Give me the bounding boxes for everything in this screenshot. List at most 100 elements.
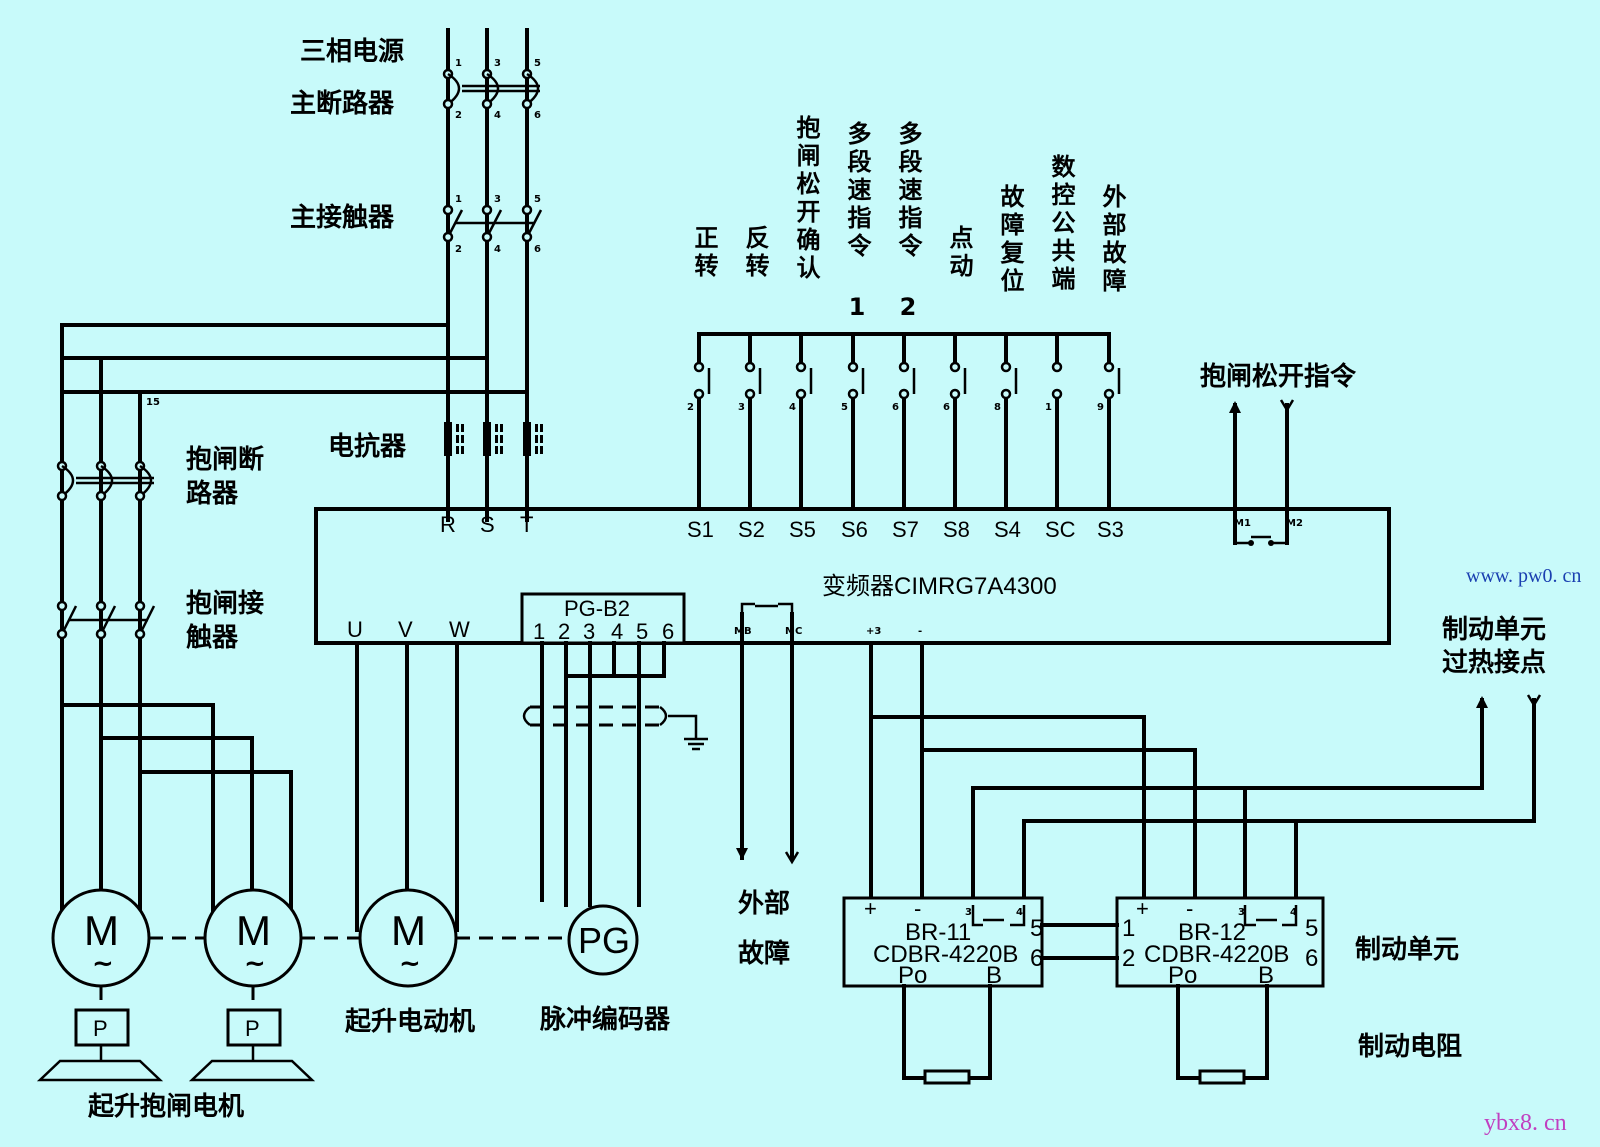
bu-model: CDBR-4220B bbox=[873, 941, 1018, 968]
label-hoist-motor: 起升电动机 bbox=[345, 1007, 475, 1037]
brake-feed-lines: 15 bbox=[60, 323, 529, 932]
pg-card: PG-B2 1 2 3 4 5 6 bbox=[520, 592, 708, 907]
input-terminal: S6 bbox=[841, 517, 868, 542]
motors-row: M ~ M ~ M ~ PG P P bbox=[36, 888, 639, 1082]
input-switch-s8: 6S8 bbox=[943, 332, 970, 542]
input-terminal: S7 bbox=[892, 517, 919, 542]
pole-number: 6 bbox=[534, 110, 541, 121]
input-terminal: S3 bbox=[1097, 517, 1124, 542]
brake-motor-2: M ~ bbox=[203, 888, 303, 988]
terminal-dc-minus: - bbox=[918, 626, 922, 637]
bu-model: CDBR-4220B bbox=[1144, 941, 1289, 968]
inverter-name: 变频器CIMRG7A4300 bbox=[822, 573, 1057, 600]
bu-pin-6: 6 bbox=[1305, 945, 1318, 972]
braking-unit-1: + - 3 4 BR-11 CDBR-4220B Po B 5 6 bbox=[842, 896, 1044, 989]
terminal-u: U bbox=[347, 617, 363, 642]
input-terminal: S2 bbox=[738, 517, 765, 542]
input-switch-sc: 1SC bbox=[1045, 332, 1076, 542]
label-external-fault-1: 外部 bbox=[738, 889, 790, 919]
bu-name: BR-11 bbox=[905, 919, 971, 946]
input-label-multi-speed-1: 多段速指令 1 bbox=[843, 121, 871, 325]
input-label-reverse: 反转 bbox=[741, 225, 769, 281]
label-brake-breaker-1: 抱闸断 bbox=[186, 444, 264, 475]
encoder-symbol: PG bbox=[578, 920, 630, 961]
input-wire-number: 6 bbox=[892, 402, 899, 413]
input-wire-number: 3 bbox=[738, 402, 745, 413]
terminal-w: W bbox=[449, 617, 470, 642]
input-terminal: S5 bbox=[789, 517, 816, 542]
bu-b: B bbox=[1258, 962, 1274, 989]
bu-name: BR-12 bbox=[1178, 919, 1246, 946]
input-labels: 正转 反转 抱闸松开确认 多段速指令 1 多段速指令 2 点动 故障复位 数控公… bbox=[690, 114, 1126, 325]
input-wire-number: 1 bbox=[1045, 402, 1052, 413]
input-switch-s1: 2S1 bbox=[687, 332, 714, 542]
bu-pin-1: 1 bbox=[1122, 915, 1135, 942]
pg-pin: 4 bbox=[611, 619, 623, 644]
braking-resistor-1 bbox=[902, 984, 992, 1085]
bu-b: B bbox=[986, 962, 1002, 989]
pole-number: 6 bbox=[534, 244, 541, 255]
bu-plus: + bbox=[1136, 896, 1149, 921]
bu-pin-2: 2 bbox=[1122, 945, 1135, 972]
bu-pin-3: 3 bbox=[1238, 907, 1245, 918]
label-brake-contactor-2: 触器 bbox=[186, 623, 239, 653]
bu-pin-3: 3 bbox=[965, 907, 972, 918]
terminal-v: V bbox=[398, 617, 413, 642]
bu-po: Po bbox=[1168, 962, 1197, 989]
input-label-jog: 点动 bbox=[945, 225, 973, 281]
label-external-fault-2: 故障 bbox=[738, 938, 790, 969]
brake-symbol: P bbox=[245, 1016, 260, 1041]
pole-number: 1 bbox=[455, 194, 462, 205]
bu-minus: - bbox=[1186, 896, 1193, 921]
input-terminal: S1 bbox=[687, 517, 714, 542]
terminal-t: T bbox=[520, 512, 533, 537]
terminal-dc-plus: +3 bbox=[866, 626, 881, 637]
pg-pin: 1 bbox=[533, 619, 545, 644]
brake-release-command-circuit bbox=[1229, 399, 1295, 546]
label-hoist-brake-motor: 起升抱闸电机 bbox=[88, 1092, 244, 1122]
input-label-brake-release-confirm: 抱闸松开确认 bbox=[792, 114, 820, 283]
input-switch-s4: 8S4 bbox=[994, 332, 1021, 542]
input-wire-number: 9 bbox=[1097, 402, 1104, 413]
input-switch-s5: 4S5 bbox=[789, 332, 816, 542]
input-wire-number: 6 bbox=[943, 402, 950, 413]
label-three-phase-power: 三相电源 bbox=[300, 37, 404, 67]
input-label-forward: 正转 bbox=[690, 225, 718, 281]
input-switch-s3: 9S3 bbox=[1097, 332, 1124, 542]
pole-number: 4 bbox=[494, 110, 501, 121]
label-braking-unit: 制动单元 bbox=[1355, 935, 1459, 965]
brake-contactor-symbol bbox=[56, 600, 156, 640]
label-brake-breaker-2: 路器 bbox=[186, 478, 239, 509]
bu-plus: + bbox=[864, 896, 877, 921]
label-braking-overheat-2: 过热接点 bbox=[1442, 647, 1546, 678]
dc-bus-wiring bbox=[869, 641, 1542, 907]
hoist-motor: M ~ bbox=[358, 888, 458, 988]
input-switch-s2: 3S2 bbox=[738, 332, 765, 542]
label-reactor: 电抗器 bbox=[328, 431, 407, 462]
bu-pin-4: 4 bbox=[1290, 907, 1297, 918]
label-main-breaker: 主断路器 bbox=[290, 88, 395, 119]
pole-number: 2 bbox=[455, 244, 462, 255]
terminal-m1: M1 bbox=[1234, 518, 1251, 529]
terminal-m2: M2 bbox=[1286, 518, 1303, 529]
braking-unit-2: + - 3 4 BR-12 CDBR-4220B Po B 1 2 5 6 bbox=[1115, 896, 1325, 989]
terminal-r: R bbox=[440, 512, 456, 537]
brake-motor-1: M ~ bbox=[51, 888, 151, 988]
pole-number: 3 bbox=[494, 194, 501, 205]
pole-number: 1 bbox=[455, 58, 462, 69]
bu-pin-5: 5 bbox=[1305, 915, 1318, 942]
brake-2: P bbox=[188, 986, 316, 1082]
pole-number: 3 bbox=[494, 58, 501, 69]
pole-number: 5 bbox=[534, 194, 541, 205]
label-braking-resistor: 制动电阻 bbox=[1358, 1032, 1462, 1062]
pole-number: 2 bbox=[455, 110, 462, 121]
brake-1: P bbox=[36, 986, 164, 1082]
main-breaker-symbol: 1 3 5 2 4 6 bbox=[442, 58, 541, 121]
pg-pin: 2 bbox=[558, 619, 570, 644]
input-wire-number: 8 bbox=[994, 402, 1001, 413]
brake-feed-wire-number: 15 bbox=[146, 397, 160, 408]
label-brake-contactor-1: 抱闸接 bbox=[186, 589, 264, 619]
bu-minus: - bbox=[914, 896, 921, 921]
